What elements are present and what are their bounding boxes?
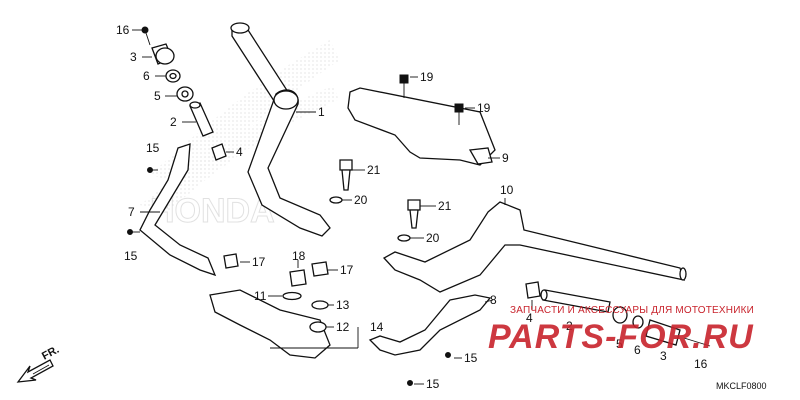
callout-13: 13 <box>336 298 350 312</box>
callout-21-lower: 21 <box>438 199 452 213</box>
diagram-code: MKCLF0800 <box>716 381 767 391</box>
part-15-screw-right-upper <box>445 352 451 358</box>
callout-10: 10 <box>500 183 514 197</box>
callout-8: 8 <box>490 293 497 307</box>
callout-15-left-lower: 15 <box>124 249 138 263</box>
callout-7: 7 <box>128 205 135 219</box>
callout-15-right-lower: 15 <box>426 377 440 391</box>
callout-4-left: 4 <box>236 145 243 159</box>
part-21-bolt-lower <box>407 199 421 229</box>
part-5-rubber <box>176 86 194 102</box>
callout-1: 1 <box>318 105 325 119</box>
callout-15-left-upper: 15 <box>146 141 160 155</box>
callout-3-right: 3 <box>660 349 667 363</box>
part-20-washer-lower <box>397 234 411 242</box>
part-15-screw-right-lower <box>407 380 413 386</box>
part-18-collar <box>289 269 307 287</box>
part-11-spring-washer <box>282 291 302 301</box>
callout-4-right: 4 <box>526 311 533 325</box>
part-2-shaft-left <box>189 101 214 137</box>
part-1-left-handlebar <box>230 22 331 237</box>
callout-labels: 16 3 6 5 2 4 1 15 7 15 19 19 9 21 20 10 … <box>116 23 708 391</box>
callout-16-top: 16 <box>116 23 130 37</box>
part-8-right-bracket <box>368 294 492 356</box>
callout-12: 12 <box>336 320 350 334</box>
callout-17-right: 17 <box>340 263 354 277</box>
part-9-top-cover <box>347 87 496 166</box>
part-13-ring <box>311 300 329 310</box>
callout-21-upper: 21 <box>367 163 381 177</box>
part-17-nut-left <box>223 253 239 269</box>
callout-5-left: 5 <box>154 89 161 103</box>
callout-11: 11 <box>254 289 267 303</box>
part-3-bar-end-weight <box>151 43 175 65</box>
part-21-bolt-upper <box>339 159 353 191</box>
callout-16-right: 16 <box>694 357 708 371</box>
callout-3-left: 3 <box>130 50 137 64</box>
front-direction-arrow-icon <box>16 359 54 383</box>
callout-20-lower: 20 <box>426 231 440 245</box>
part-10-right-handlebar <box>382 201 687 293</box>
callout-15-right-upper: 15 <box>464 351 478 365</box>
part-4-nut-right <box>525 281 541 299</box>
honda-wing-watermark: HONDA <box>140 40 340 231</box>
part-15-screw-left-lower <box>127 229 140 235</box>
callout-20-upper: 20 <box>354 193 368 207</box>
callout-14: 14 <box>370 320 384 334</box>
part-12-rubber <box>309 321 327 333</box>
callout-18: 18 <box>292 249 306 263</box>
callout-2-right: 2 <box>566 319 573 333</box>
watermark-logo: PARTS-FOR.RU <box>488 318 754 356</box>
callout-9: 9 <box>502 151 509 165</box>
part-14-lower-holder <box>209 289 331 359</box>
callout-5-right: 5 <box>616 337 623 351</box>
part-3-bar-end-weight-right <box>645 319 681 346</box>
part-4-nut-left <box>211 143 227 161</box>
watermark-tagline: ЗАПЧАСТИ И АКСЕССУАРЫ ДЛЯ МОТОТЕХНИКИ <box>509 305 755 316</box>
callout-6-right: 6 <box>634 343 641 357</box>
callout-6-left: 6 <box>143 69 150 83</box>
part-19-bolt-left <box>399 74 409 98</box>
part-15-screw-left-upper <box>147 167 158 173</box>
callout-17-left: 17 <box>252 255 266 269</box>
callout-19-right: 19 <box>477 101 491 115</box>
part-5-rubber-right <box>612 306 628 324</box>
callout-19-left: 19 <box>420 70 434 84</box>
part-16-bolt-right <box>683 337 711 347</box>
part-17-nut-right <box>311 261 329 277</box>
callout-2-left: 2 <box>170 115 177 129</box>
part-20-washer-upper <box>329 196 343 204</box>
part-19-bolt-right <box>454 103 464 125</box>
part-16-bolt-top <box>141 26 151 46</box>
part-7-left-bracket <box>139 143 217 277</box>
part-6-collar-right <box>632 315 644 329</box>
part-2-shaft-right <box>540 289 611 313</box>
leader-lines <box>132 29 533 385</box>
part-6-collar <box>165 69 181 83</box>
